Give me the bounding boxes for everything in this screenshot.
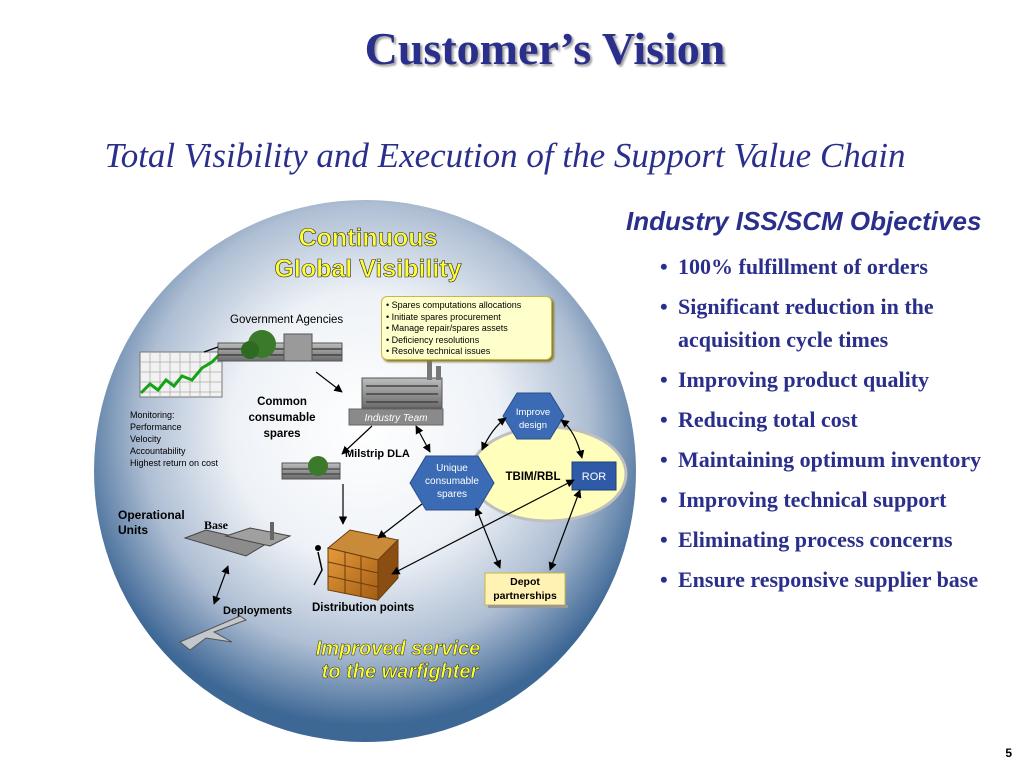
distribution-points-label: Distribution points	[312, 602, 414, 614]
industry-team-label: Industry Team	[365, 413, 428, 424]
operational-units-label-1: Operational	[118, 508, 185, 522]
ror-box	[571, 461, 617, 491]
objective-item: Significant reduction in the acquisition…	[660, 290, 1010, 356]
velocity-label: Velocity	[130, 434, 162, 444]
fighter-jet-icon	[179, 615, 248, 651]
objective-item: Reducing total cost	[660, 403, 1010, 436]
objectives-list: 100% fulfillment of orders Significant r…	[660, 250, 1010, 603]
depot-box	[484, 572, 566, 606]
government-buildings-icon	[217, 330, 343, 362]
common-spares-label-2: consumable	[248, 412, 315, 424]
performance-chart-icon	[139, 350, 224, 398]
warfighter-footer-line2: to the warfighter	[322, 661, 480, 683]
improve-design-label-1: Improve	[516, 407, 550, 418]
page-number: 5	[1005, 746, 1012, 760]
monitoring-label: Monitoring:	[130, 410, 175, 420]
objective-item: Ensure responsive supplier base	[660, 563, 1010, 596]
objective-item: Improving technical support	[660, 483, 1010, 516]
task-item: • Deficiency resolutions	[386, 334, 480, 345]
depot-label-2: partnerships	[493, 590, 557, 602]
operational-units-label-2: Units	[118, 523, 148, 537]
highest-return-label: Highest return on cost	[130, 458, 219, 468]
base-label: Base	[204, 518, 229, 532]
unique-spares-label-3: spares	[437, 489, 467, 500]
common-spares-label-3: spares	[263, 428, 300, 440]
accountability-label: Accountability	[130, 446, 186, 456]
milstrip-dla-label: Milstrip DLA	[345, 448, 410, 460]
objective-item: Improving product quality	[660, 363, 1010, 396]
flow-arrows	[203, 346, 585, 605]
objective-item: 100% fulfillment of orders	[660, 250, 1010, 283]
performance-label: Performance	[130, 422, 182, 432]
ror-label: ROR	[582, 471, 607, 483]
industry-factory-icon	[348, 360, 444, 426]
unique-spares-label-2: consumable	[425, 476, 479, 487]
tasks-callout: • Spares computations allocations • Init…	[381, 296, 552, 360]
task-item: • Resolve technical issues	[386, 346, 491, 356]
dla-buildings-icon	[281, 456, 341, 480]
task-item: • Initiate spares procurement	[386, 311, 501, 322]
unique-spares-label-1: Unique	[436, 463, 468, 474]
objective-item: Maintaining optimum inventory	[660, 443, 1010, 476]
improve-design-hexagon	[502, 392, 565, 440]
page-subtitle: Total Visibility and Execution of the Su…	[104, 136, 906, 175]
improve-design-label-2: design	[519, 420, 547, 431]
visibility-header-line1: Continuous	[299, 224, 438, 252]
depot-label-1: Depot	[510, 576, 540, 588]
task-item: • Spares computations allocations	[386, 300, 522, 310]
common-spares-label-1: Common	[257, 396, 307, 408]
visibility-header-line2: Global Visibility	[274, 255, 461, 283]
deployments-label: Deployments	[223, 605, 292, 617]
base-hangars-icon	[183, 522, 292, 557]
page-title: Customer’s Vision	[364, 23, 726, 74]
tbim-rbl-label: TBIM/RBL	[506, 471, 561, 483]
government-agencies-label: Government Agencies	[230, 314, 343, 326]
task-item: • Manage repair/spares assets	[386, 323, 508, 333]
objectives-heading: Industry ISS/SCM Objectives	[626, 206, 982, 236]
objective-item: Eliminating process concerns	[660, 523, 1010, 556]
warfighter-footer-line1: Improved service	[316, 638, 481, 660]
